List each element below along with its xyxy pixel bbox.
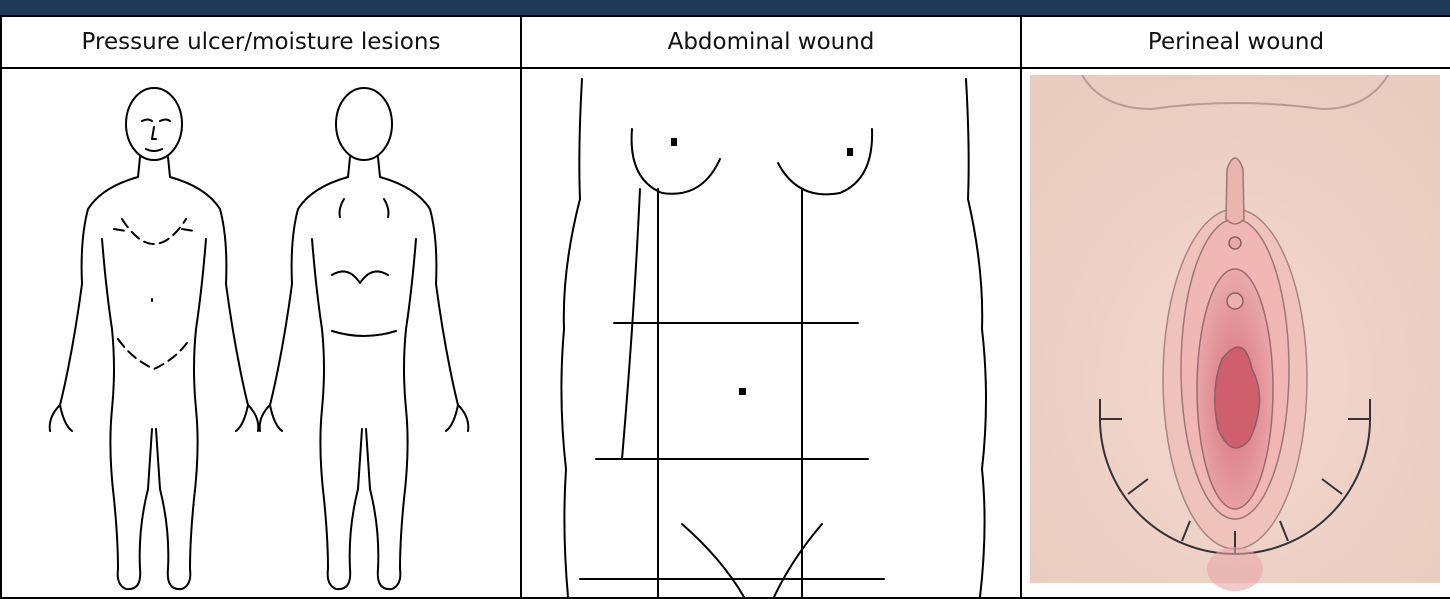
header-abdominal-wound: Abdominal wound — [521, 16, 1021, 68]
table-header-row: Pressure ulcer/moisture lesions Abdomina… — [1, 16, 1450, 68]
cell-abdomen-diagram — [521, 68, 1021, 598]
perineal-diagram — [1022, 69, 1448, 597]
cell-perineal-diagram — [1021, 68, 1450, 598]
body-front-diagram — [50, 88, 259, 589]
body-diagram-svg — [2, 69, 518, 597]
header-perineal-wound: Perineal wound — [1021, 16, 1450, 68]
wound-location-table: Pressure ulcer/moisture lesions Abdomina… — [0, 15, 1450, 599]
body-back-diagram — [260, 88, 469, 589]
cell-body-diagram — [1, 68, 521, 598]
header-pressure-ulcer: Pressure ulcer/moisture lesions — [1, 16, 521, 68]
table-image-row — [1, 68, 1450, 598]
top-band — [0, 0, 1450, 15]
abdomen-grid-diagram — [522, 69, 1018, 597]
